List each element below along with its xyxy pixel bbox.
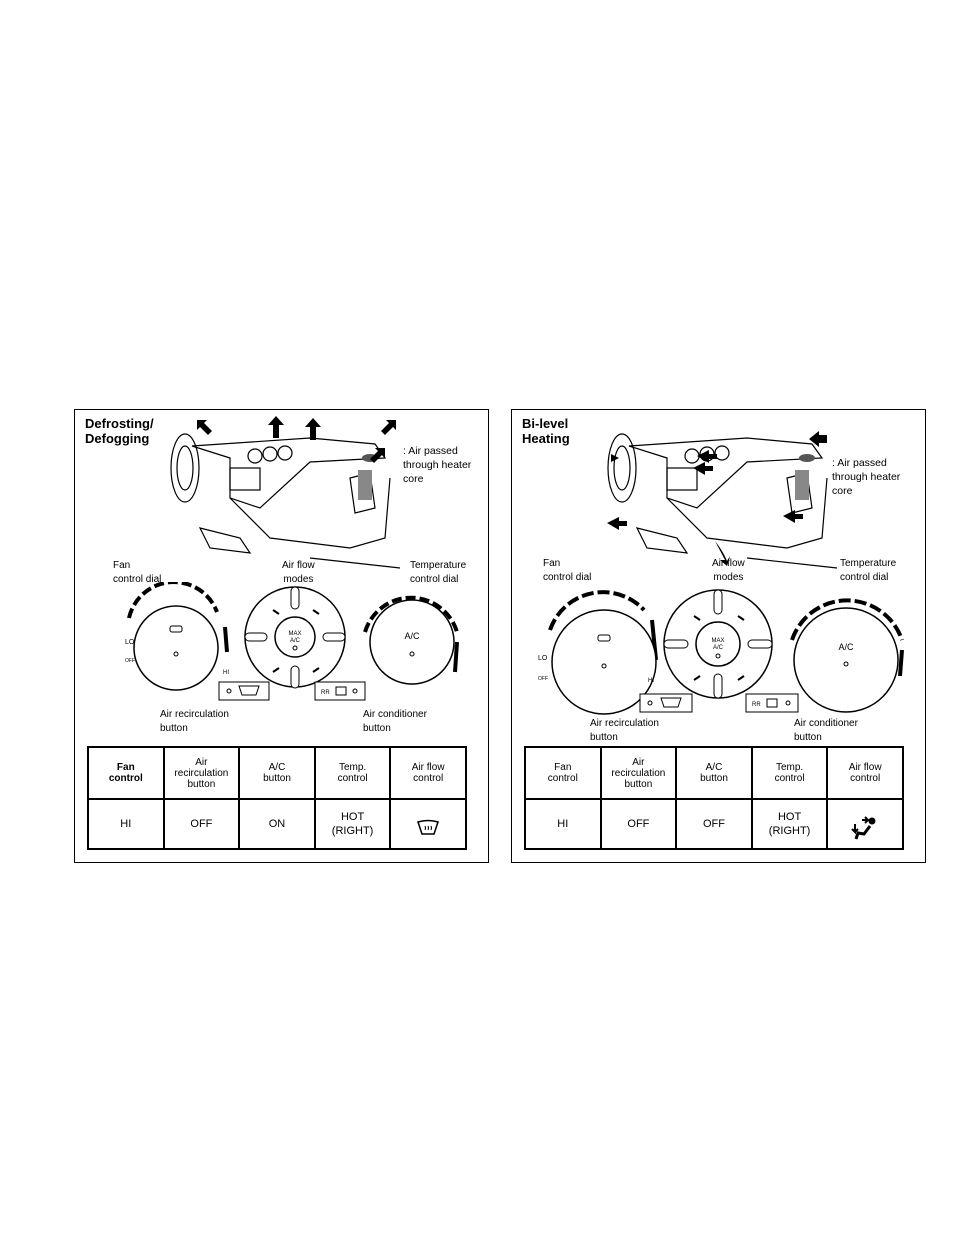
- table-header-row: Fan control Air recirculation button A/C…: [524, 746, 904, 800]
- max-ac-sub-label: A/C: [713, 645, 724, 651]
- max-ac-label: MAX: [711, 638, 724, 644]
- air-recirculation-label: Air recirculation button: [160, 709, 229, 734]
- bi-level-icon: [851, 816, 876, 840]
- air-conditioner-label: Air conditioner button: [363, 709, 427, 734]
- front-defrost-button[interactable]: [218, 681, 270, 701]
- legend-arrow-icon: [809, 431, 827, 447]
- fan-dial-label: Fan control dial: [543, 558, 592, 583]
- fan-dial-labels: LO OFF HI: [538, 655, 654, 684]
- defrost-panel: Defrosting/ Defogging : Air passed throu…: [74, 409, 489, 863]
- fan-off-label: OFF: [538, 676, 548, 682]
- fan-hi-label: HI: [223, 670, 229, 676]
- header-temp-control: Temp. control: [750, 746, 829, 800]
- table-row: HI OFF ON HOT (RIGHT): [87, 798, 467, 850]
- air-flow-dial[interactable]: MAX A/C: [244, 586, 346, 689]
- rear-defrost-button[interactable]: RR: [745, 693, 799, 713]
- temperature-dial-label: Temperature control dial: [840, 558, 897, 583]
- climate-control-panel: LO OFF HI MAX A/C A/C: [538, 589, 904, 715]
- fan-lo-label: LO: [125, 639, 135, 646]
- header-temp-control: Temp. control: [313, 746, 392, 800]
- temperature-dial-label: Temperature control dial: [410, 560, 467, 585]
- air-conditioner-label: Air conditioner button: [794, 718, 858, 743]
- max-ac-label: MAX: [288, 631, 301, 637]
- bi-level-panel: Bi-level Heating : Air passed through he…: [511, 409, 926, 863]
- header-air-flow-control: Air flow control: [826, 746, 904, 800]
- header-fan-control: Fan control: [524, 746, 602, 800]
- value-temp-control: HOT (RIGHT): [750, 798, 829, 850]
- fan-dial-label: Fan control dial: [113, 560, 162, 585]
- panel-title: Bi-level Heating: [522, 416, 570, 446]
- table-header-row: Fan control Air recirculation button A/C…: [87, 746, 467, 800]
- ac-button-label: A/C: [404, 631, 420, 641]
- air-recirculation-label: Air recirculation button: [590, 718, 659, 743]
- fan-control-dial[interactable]: [127, 582, 229, 691]
- settings-table: Fan control Air recirculation button A/C…: [87, 746, 467, 850]
- panel-title: Defrosting/ Defogging: [85, 416, 154, 446]
- fan-control-dial[interactable]: [548, 590, 658, 715]
- value-air-recirculation: OFF: [162, 798, 241, 850]
- fan-off-label: OFF: [125, 658, 135, 664]
- value-fan-control: HI: [524, 798, 602, 850]
- value-fan-control: HI: [87, 798, 165, 850]
- fan-lo-label: LO: [538, 655, 548, 662]
- defrost-icon: [417, 819, 440, 835]
- temperature-control-dial[interactable]: A/C: [363, 595, 459, 685]
- legend-arrow-icon: [381, 420, 396, 435]
- airflow-arrow-up: [268, 416, 284, 438]
- value-ac-button: OFF: [675, 798, 753, 850]
- airflow-arrow-up-left: [197, 420, 212, 435]
- rear-defrost-label: RR: [321, 690, 330, 696]
- fan-dial-labels: LO OFF HI: [125, 639, 229, 676]
- airflow-arrow-up-right: [370, 448, 385, 463]
- header-fan-control: Fan control: [87, 746, 165, 800]
- ac-button-label: A/C: [838, 642, 854, 652]
- max-ac-sub-label: A/C: [290, 638, 301, 644]
- dashboard-illustration: [607, 433, 837, 569]
- legend-text: : Air passed through heater core: [832, 457, 901, 497]
- value-air-flow-control: [389, 798, 467, 850]
- header-ac-button: A/C button: [238, 746, 316, 800]
- front-defrost-button[interactable]: [639, 693, 693, 713]
- airflow-arrow-up: [305, 418, 321, 440]
- settings-table: Fan control Air recirculation button A/C…: [524, 746, 904, 850]
- heater-core-legend: : Air passed through heater core: [809, 428, 901, 498]
- legend-text: : Air passed through heater core: [403, 445, 472, 485]
- air-flow-dial[interactable]: MAX A/C: [663, 589, 773, 699]
- header-ac-button: A/C button: [675, 746, 753, 800]
- heater-core-legend: : Air passed through heater core: [381, 416, 472, 486]
- air-flow-modes-label: Air flow modes: [712, 558, 745, 583]
- table-row: HI OFF OFF HOT (RIGHT): [524, 798, 904, 850]
- rear-defrost-label: RR: [752, 702, 761, 708]
- dashboard-illustration: [170, 433, 400, 569]
- air-flow-modes-label: Air flow modes: [282, 560, 315, 585]
- header-air-recirculation: Air recirculation button: [162, 746, 241, 800]
- climate-control-panel: LO OFF HI MAX A/C A/C: [125, 582, 459, 701]
- temperature-control-dial[interactable]: A/C: [790, 598, 904, 713]
- value-ac-button: ON: [238, 798, 316, 850]
- header-air-recirculation: Air recirculation button: [599, 746, 678, 800]
- value-air-flow-control: [826, 798, 904, 850]
- fan-hi-label: HI: [648, 678, 654, 684]
- rear-defrost-button[interactable]: RR: [314, 681, 366, 701]
- header-air-flow-control: Air flow control: [389, 746, 467, 800]
- value-temp-control: HOT (RIGHT): [313, 798, 392, 850]
- value-air-recirculation: OFF: [599, 798, 678, 850]
